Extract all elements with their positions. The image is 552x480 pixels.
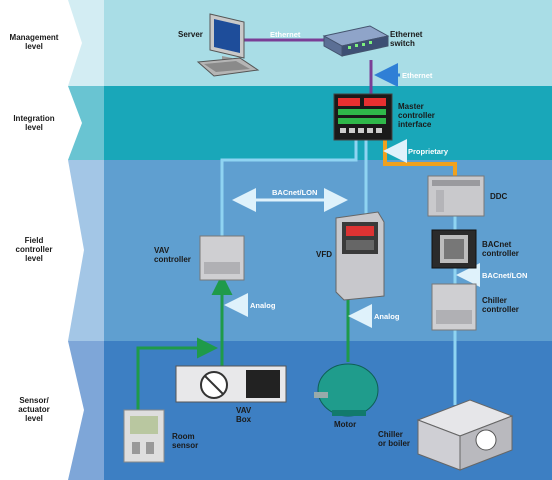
room-sensor-label: Room sensor: [172, 432, 199, 450]
analog-vav-label: Analog: [250, 301, 276, 310]
ddc-icon: [427, 175, 485, 217]
ethernet-switch-label: Ethernet switch: [390, 30, 423, 48]
integration-band: [104, 86, 552, 160]
chiller-controller-icon: [431, 283, 477, 331]
proprietary-label: Proprietary: [408, 147, 449, 156]
field-chevron: [68, 160, 104, 341]
motor-label: Motor: [334, 420, 357, 429]
server-label: Server: [178, 30, 203, 39]
bacnet-lon-field-label: BACnet/LON: [272, 188, 318, 197]
analog-vfd-label: Analog: [374, 312, 400, 321]
level-label-field: Field controller level: [15, 236, 53, 263]
master-controller-icon: [333, 93, 393, 141]
chiller-icon: [416, 399, 514, 471]
room-sensor-icon: [123, 409, 165, 463]
ethernet-down-label: Ethernet: [402, 71, 433, 80]
level-label-sensor: Sensor/ actuator level: [18, 396, 50, 423]
vav-box-label: VAV Box: [236, 406, 252, 424]
chiller-controller-label: Chiller controller: [482, 296, 519, 314]
analog-room-link: [136, 337, 218, 410]
vav-controller-label: VAV controller: [154, 246, 191, 264]
master-controller-label: Master controller interface: [398, 102, 435, 129]
ddc-label: DDC: [490, 192, 508, 201]
bacnet-controller-icon: [431, 229, 477, 269]
sensor-chevron: [68, 341, 104, 480]
integration-chevron: [68, 86, 104, 160]
vfd-icon: [335, 211, 385, 301]
motor-icon: [314, 363, 379, 417]
bacnet-controller-label: BACnet controller: [482, 240, 519, 258]
vfd-label: VFD: [316, 250, 332, 259]
ethernet-switch-icon: [322, 25, 390, 57]
management-chevron: [68, 0, 104, 86]
vav-controller-icon: [199, 235, 245, 281]
ethernet-top-label: Ethernet: [270, 30, 301, 39]
vav-box-icon: [175, 365, 287, 403]
bacnet-lon-right-label: BACnet/LON: [482, 271, 528, 280]
level-label-integration: Integration level: [13, 114, 55, 132]
bacnet-bus-vav: [220, 140, 358, 236]
level-label-management: Management level: [9, 33, 59, 51]
server-icon: [196, 13, 260, 77]
chiller-label: Chiller or boiler: [378, 430, 411, 448]
